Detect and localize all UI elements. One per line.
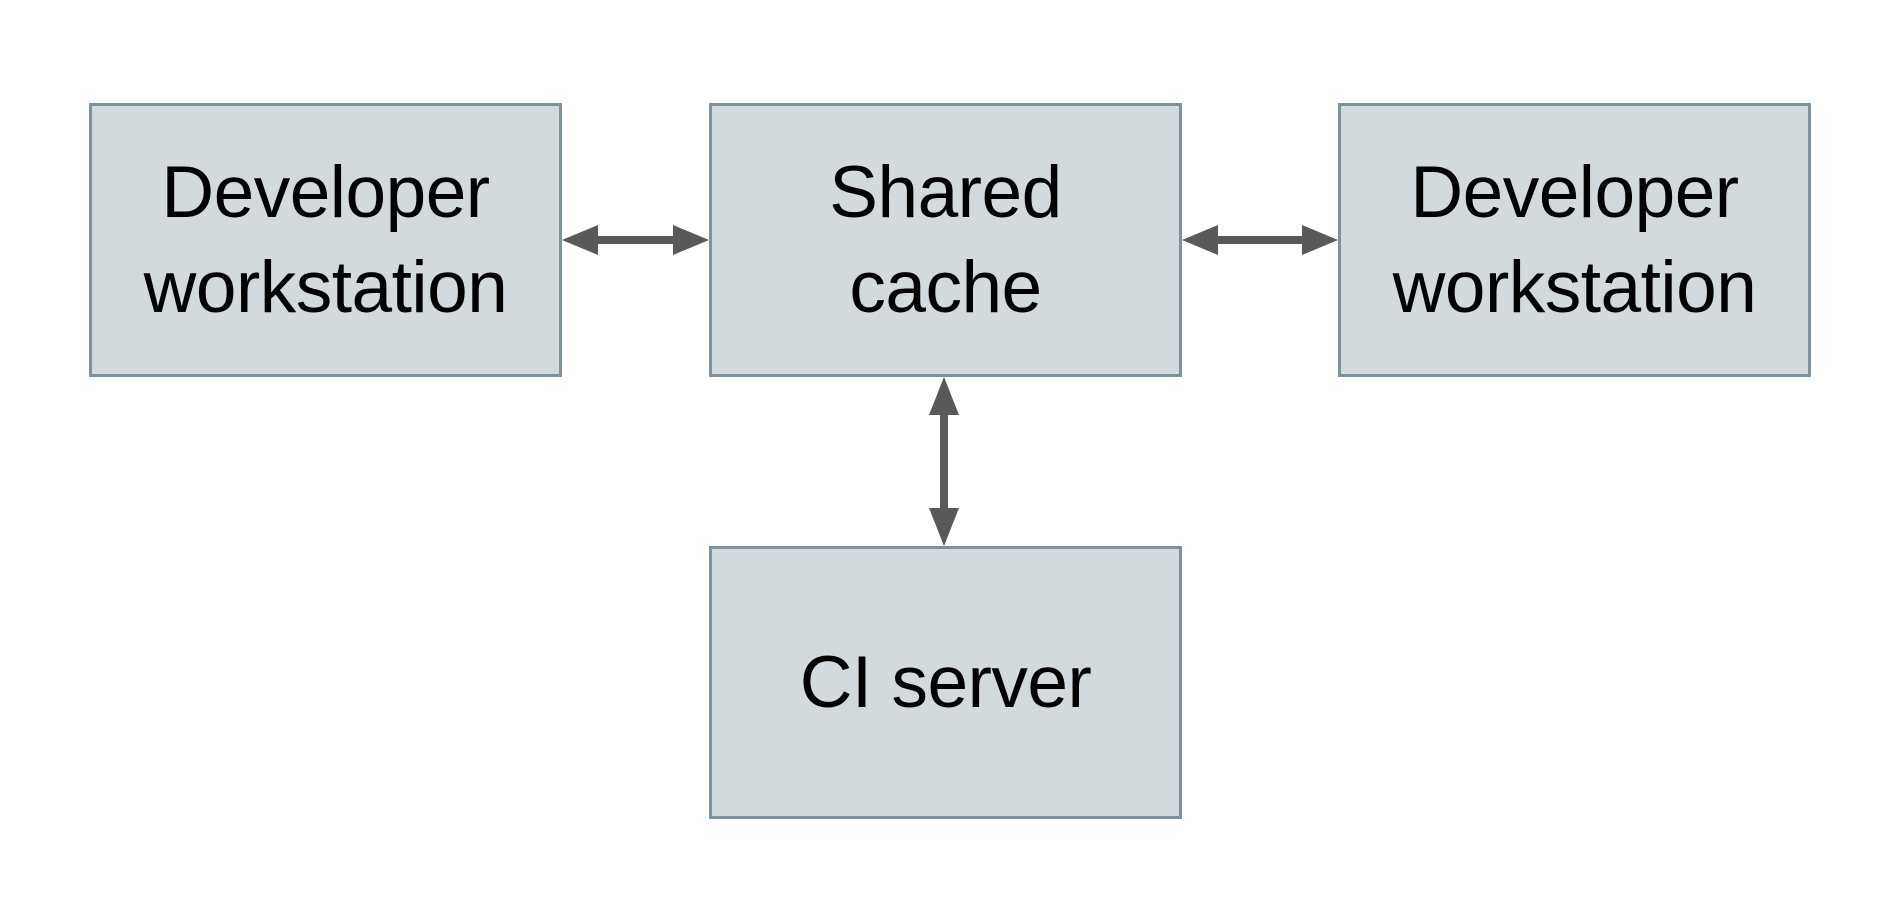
double-arrow-icon-shared-cache-right-workstation <box>1182 225 1338 255</box>
arrowhead-down <box>929 508 959 546</box>
arrowhead-left <box>1182 225 1218 255</box>
arrowhead-right <box>1302 225 1338 255</box>
node-shared-cache: Shared cache <box>709 103 1182 377</box>
node-label-shared-cache: Shared cache <box>829 152 1062 328</box>
arrowhead-up <box>929 377 959 415</box>
node-label-developer-workstation-right: Developer workstation <box>1392 152 1757 328</box>
double-arrow-icon-left-workstation-shared-cache <box>562 225 709 255</box>
node-developer-workstation-right: Developer workstation <box>1338 103 1811 377</box>
node-developer-workstation-left: Developer workstation <box>89 103 562 377</box>
node-ci-server: CI server <box>709 546 1182 819</box>
arrowhead-left <box>562 225 598 255</box>
arrowhead-right <box>673 225 709 255</box>
double-arrow-icon-shared-cache-ci-server <box>929 377 959 546</box>
node-label-ci-server: CI server <box>799 642 1092 723</box>
node-label-developer-workstation-left: Developer workstation <box>143 152 508 328</box>
